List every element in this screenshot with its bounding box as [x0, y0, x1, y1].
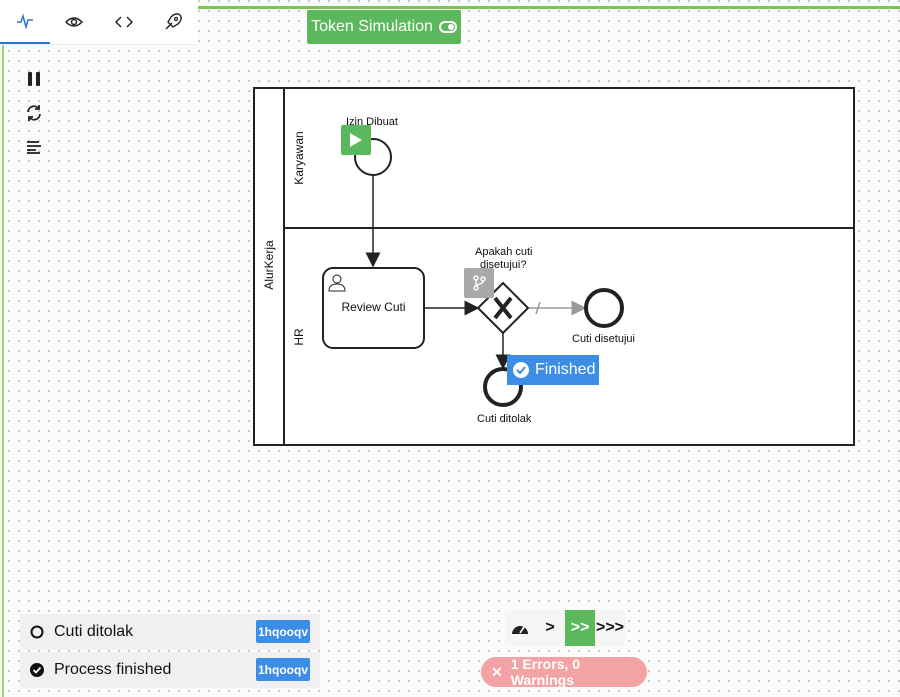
token-simulation-toggle[interactable]: Token Simulation — [307, 10, 461, 44]
speed-fast-button[interactable]: >> — [565, 610, 595, 646]
log-entry[interactable]: Process finished 1hqooqv — [20, 652, 320, 688]
log-icon — [27, 141, 41, 154]
finished-label: Finished — [535, 361, 596, 378]
gateway-fork-button[interactable] — [464, 268, 494, 298]
pause-button[interactable] — [18, 62, 50, 96]
play-icon — [350, 133, 362, 147]
reset-icon — [27, 105, 41, 121]
tab-code[interactable] — [99, 0, 149, 44]
end-event-approved[interactable] — [584, 288, 624, 328]
simulation-active-border-left — [2, 6, 4, 697]
user-task-icon — [328, 274, 346, 292]
activity-icon — [16, 13, 33, 29]
tab-simulation[interactable] — [0, 0, 50, 44]
default-flow-marker — [535, 301, 541, 315]
simulation-log: Cuti ditolak 1hqooqv Process finished 1h… — [20, 614, 320, 690]
log-entry-badge[interactable]: 1hqooqv — [256, 620, 310, 643]
circle-outline-icon — [30, 625, 44, 639]
token-simulation-label: Token Simulation — [311, 18, 433, 35]
tab-view[interactable] — [50, 0, 100, 44]
speed-fastest-button[interactable]: >>> — [595, 619, 625, 636]
simulation-palette — [18, 62, 50, 162]
simulation-active-border — [0, 6, 900, 9]
end-approved-label: Cuti disetujui — [572, 333, 635, 345]
finished-badge: Finished — [507, 355, 599, 385]
task-label: Review Cuti — [341, 300, 406, 314]
error-warning-indicator[interactable]: ✕ 1 Errors, 0 Warnings — [481, 656, 647, 688]
lane-label-hr: HR — [292, 328, 306, 346]
log-entry-badge[interactable]: 1hqooqv — [256, 658, 310, 681]
eye-icon — [65, 17, 84, 27]
log-entry[interactable]: Cuti ditolak 1hqooqv — [20, 614, 320, 650]
speed-control: > >> >>> — [505, 610, 625, 646]
end-rejected-label: Cuti ditolak — [477, 413, 532, 425]
toggle-on-icon — [438, 21, 457, 33]
errors-label: 1 Errors, 0 Warnings — [510, 656, 580, 688]
pause-icon — [28, 72, 40, 86]
check-circle-icon — [513, 362, 529, 378]
rocket-icon — [165, 13, 183, 30]
start-play-button[interactable] — [341, 125, 371, 155]
fork-icon — [473, 275, 486, 291]
speed-gauge-button[interactable] — [505, 610, 535, 646]
close-icon: ✕ — [491, 663, 503, 680]
log-button[interactable] — [18, 130, 50, 164]
lane-label-karyawan: Karyawan — [292, 131, 306, 185]
task-review-cuti[interactable] — [322, 267, 425, 349]
log-entry-text: Cuti ditolak — [54, 623, 134, 640]
speed-normal-button[interactable]: > — [545, 619, 555, 636]
check-circle-icon — [30, 663, 44, 677]
pool-label: AlurKerja — [262, 240, 276, 290]
gateway-label-line1: Apakah cuti — [475, 246, 533, 258]
log-entry-text: Process finished — [54, 661, 172, 678]
gateway-x-icon — [493, 296, 513, 320]
top-toolbar — [0, 0, 198, 45]
reset-button[interactable] — [18, 96, 50, 130]
speedometer-icon — [512, 626, 528, 634]
tab-deploy[interactable] — [149, 0, 199, 44]
code-icon — [114, 16, 133, 28]
